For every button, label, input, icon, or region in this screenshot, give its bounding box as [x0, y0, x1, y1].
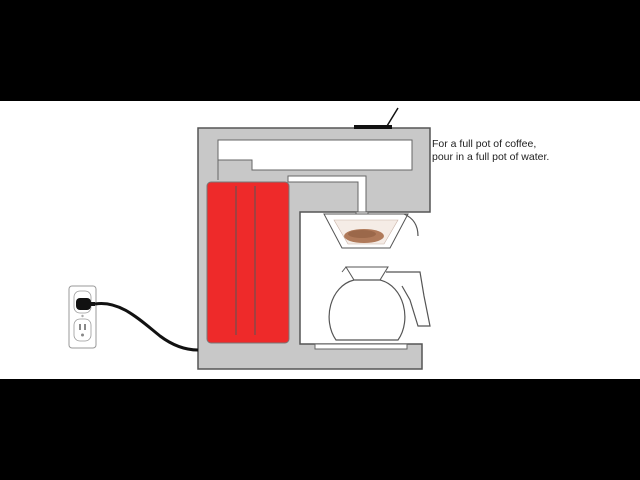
caption-line-2: pour in a full pot of water. [432, 151, 550, 163]
pot-neck [345, 266, 389, 281]
pot-spout [341, 266, 347, 273]
power-cord [94, 302, 199, 352]
pot-handle [386, 271, 431, 327]
power-switch-lever [386, 107, 399, 127]
caption-line-1: For a full pot of coffee, [432, 138, 537, 150]
coffee-pot [328, 279, 406, 341]
water-tube [217, 139, 413, 180]
power-plug-icon [76, 298, 95, 310]
power-switch-icon [354, 125, 392, 129]
warming-plate [314, 343, 408, 350]
coffee-grounds-dots [348, 230, 376, 238]
instruction-caption: For a full pot of coffee, pour in a full… [432, 138, 549, 164]
water-reservoir [206, 181, 290, 344]
wall-outlet-icon [68, 285, 97, 349]
basket-handle [403, 213, 419, 237]
